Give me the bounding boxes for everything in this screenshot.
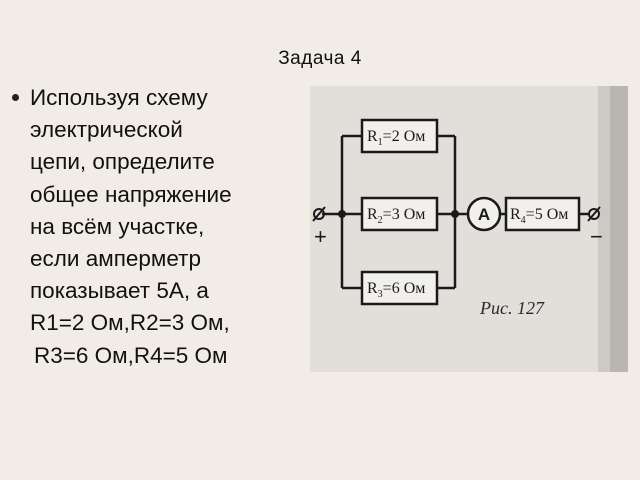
resistor-r1-value: =2 Ом	[383, 128, 426, 145]
resistor-r4: R4=5 Ом	[504, 196, 581, 232]
problem-text-line: R1=2 Ом,R2=3 Ом,	[30, 310, 230, 336]
scan-shadow-dark	[610, 86, 628, 372]
plus-sign: +	[314, 224, 327, 249]
right-terminal	[587, 206, 601, 222]
svg-text:R2=3 Ом: R2=3 Ом	[367, 206, 425, 226]
problem-text: Используя схему электрической цепи, опре…	[30, 82, 315, 340]
resistor-r4-index: 4	[521, 215, 526, 226]
problem-text-line: общее напряжение	[30, 181, 232, 207]
junction-dot	[451, 210, 459, 218]
resistor-r2-name: R	[367, 206, 378, 223]
problem-text-line: электрической	[30, 117, 183, 143]
resistor-r3-name: R	[367, 280, 378, 297]
left-terminal	[312, 206, 326, 222]
circuit-diagram: + − R1=2 Ом R2=3 Ом R3=6 Ом A	[312, 86, 628, 372]
resistor-r1-name: R	[367, 128, 378, 145]
svg-text:R4=5 Ом: R4=5 Ом	[510, 206, 568, 226]
resistor-r3-value: =6 Ом	[383, 280, 426, 297]
problem-text-line: Используя схему	[30, 85, 208, 110]
svg-text:R3=6 Ом: R3=6 Ом	[367, 280, 425, 300]
ammeter: A	[466, 196, 502, 232]
slide-title: Задача 4	[278, 48, 362, 69]
problem-text-line: цепи, определите	[30, 149, 215, 175]
problem-text-line: показывает 5А, а	[30, 278, 209, 304]
circuit-figure: + − R1=2 Ом R2=3 Ом R3=6 Ом A	[310, 86, 628, 372]
figure-caption: Рис. 127	[479, 298, 545, 318]
resistor-r3-index: 3	[378, 289, 383, 300]
resistor-r2-index: 2	[378, 215, 383, 226]
resistor-r3: R3=6 Ом	[360, 270, 439, 306]
problem-text-line: если амперметр	[30, 246, 201, 272]
resistor-r2-value: =3 Ом	[383, 206, 426, 223]
minus-sign: −	[590, 224, 603, 249]
problem-text-last-line: R3=6 Ом,R4=5 Ом	[34, 343, 228, 368]
resistor-r4-name: R	[510, 206, 521, 223]
ammeter-label: A	[478, 205, 490, 224]
problem-text-line: на всём участке,	[30, 213, 205, 239]
resistor-r4-value: =5 Ом	[526, 206, 569, 223]
resistor-r1-index: 1	[378, 137, 383, 148]
svg-text:R1=2 Ом: R1=2 Ом	[367, 128, 425, 148]
resistor-r1: R1=2 Ом	[360, 118, 439, 154]
resistor-r2: R2=3 Ом	[360, 196, 439, 232]
junction-dot	[338, 210, 346, 218]
bullet-dot	[12, 94, 19, 101]
